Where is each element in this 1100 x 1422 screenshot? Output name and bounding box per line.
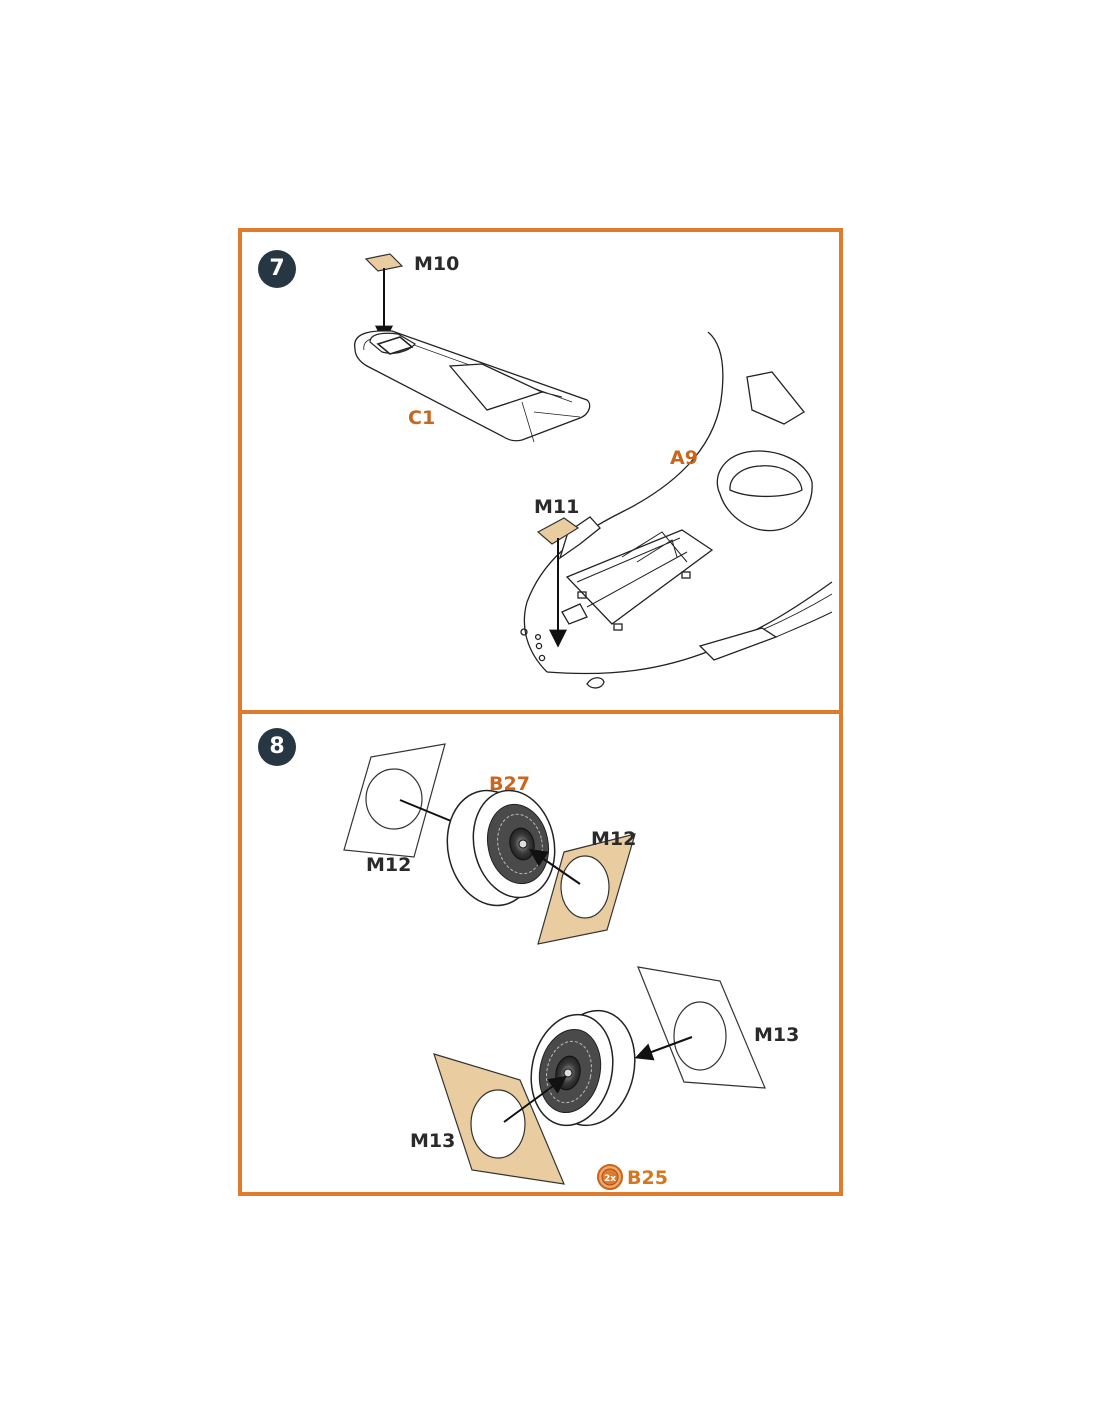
- mask-m12-left-hole: [365, 768, 423, 830]
- step-7-diagram: M10 C1: [354, 253, 833, 689]
- label-a9: A9: [670, 447, 698, 469]
- quantity-2x-text: 2x: [604, 1174, 616, 1184]
- part-a9-drawing: [520, 331, 833, 689]
- step-7-number-badge: 7: [258, 250, 296, 288]
- mask-m10: [364, 253, 404, 272]
- label-m11: M11: [534, 496, 579, 518]
- label-m13-left: M13: [410, 1130, 455, 1152]
- part-c1-drawing: [354, 330, 591, 443]
- label-b25: B25: [627, 1167, 668, 1189]
- step-8-number-badge: 8: [258, 728, 296, 766]
- label-c1: C1: [408, 407, 435, 429]
- wheel-b25: [530, 1009, 636, 1127]
- step-8-diagram: M12 B27 M12 M13: [343, 743, 799, 1190]
- mask-m12-right-hole: [560, 855, 610, 919]
- label-m12-right: M12: [591, 828, 636, 850]
- arrow-m13-right: [634, 1036, 693, 1061]
- instruction-frame: 7 M10 C1: [238, 228, 843, 1196]
- step-8-panel: 8 M12: [238, 710, 843, 1196]
- label-m13-right: M13: [754, 1024, 799, 1046]
- label-m12-left: M12: [366, 854, 411, 876]
- mask-m11: [536, 517, 580, 545]
- mask-m13-right-hole: [673, 1001, 727, 1071]
- arrow-m13-left: [503, 1075, 567, 1123]
- wheel-b27: [446, 789, 556, 907]
- step-7-panel: 7 M10 C1: [238, 228, 843, 714]
- label-m10: M10: [414, 253, 459, 275]
- quantity-2x-icon: 2x: [597, 1164, 623, 1190]
- arrow-m12-right: [529, 848, 581, 885]
- mask-m13-left-hole: [470, 1089, 526, 1159]
- label-b27: B27: [489, 773, 530, 795]
